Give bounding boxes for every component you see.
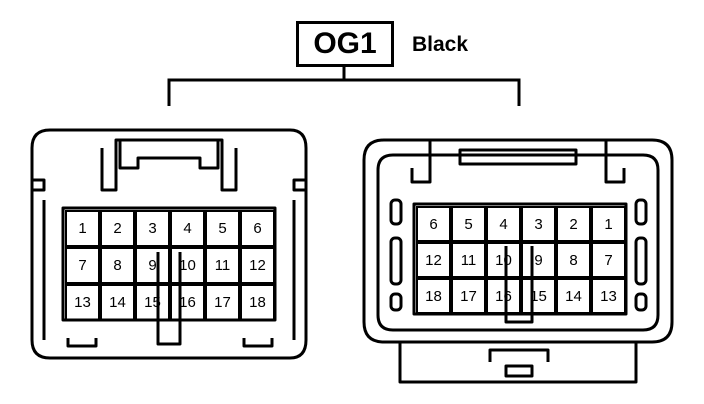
pin-cavity: 10	[486, 242, 521, 278]
pin-cavity: 2	[556, 206, 591, 242]
pin-cavity: 2	[100, 210, 135, 247]
pin-cavity: 13	[65, 284, 100, 321]
pin-cavity: 6	[240, 210, 275, 247]
pin-cavity: 16	[486, 278, 521, 314]
pin-cavity: 15	[135, 284, 170, 321]
pin-cavity: 10	[170, 247, 205, 284]
connector-color: Black	[412, 33, 469, 56]
right-connector-housing	[362, 138, 674, 384]
pin-cavity: 18	[240, 284, 275, 321]
pin-cavity: 17	[205, 284, 240, 321]
pin-cavity: 1	[65, 210, 100, 247]
connector-code: OG1	[296, 21, 394, 67]
pin-cavity: 8	[556, 242, 591, 278]
pin-cavity: 13	[591, 278, 626, 314]
pin-cavity: 12	[416, 242, 451, 278]
pin-cavity: 5	[205, 210, 240, 247]
pin-cavity: 11	[451, 242, 486, 278]
pin-cavity: 7	[591, 242, 626, 278]
pin-cavity: 5	[451, 206, 486, 242]
pin-cavity: 16	[170, 284, 205, 321]
pin-cavity: 4	[486, 206, 521, 242]
bracket	[167, 67, 521, 106]
pin-cavity: 15	[521, 278, 556, 314]
pin-cavity: 8	[100, 247, 135, 284]
pin-cavity: 11	[205, 247, 240, 284]
pin-cavity: 3	[521, 206, 556, 242]
pin-cavity: 7	[65, 247, 100, 284]
pin-cavity: 17	[451, 278, 486, 314]
pin-cavity: 9	[135, 247, 170, 284]
pin-cavity: 3	[135, 210, 170, 247]
pin-cavity: 18	[416, 278, 451, 314]
pin-cavity: 1	[591, 206, 626, 242]
pin-cavity: 9	[521, 242, 556, 278]
pin-cavity: 14	[556, 278, 591, 314]
pin-cavity: 6	[416, 206, 451, 242]
pin-cavity: 12	[240, 247, 275, 284]
pin-cavity: 14	[100, 284, 135, 321]
pin-cavity: 4	[170, 210, 205, 247]
